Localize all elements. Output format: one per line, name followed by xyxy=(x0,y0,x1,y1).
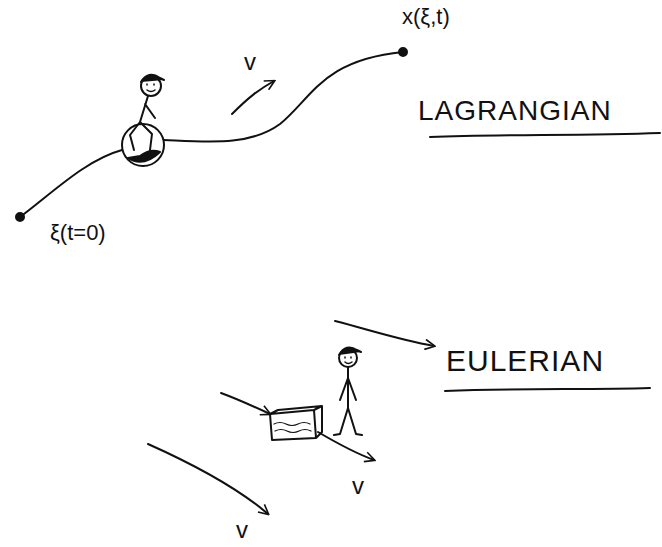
velocity-label: v xyxy=(236,518,248,542)
observer-cap xyxy=(339,347,361,355)
flow-arrow xyxy=(148,444,268,514)
observer-face xyxy=(345,357,352,364)
rider-cap xyxy=(141,75,164,82)
end-dot xyxy=(399,48,407,56)
velocity-label: v xyxy=(352,474,364,498)
ball xyxy=(122,124,164,166)
method-title: EULERIAN xyxy=(446,346,604,376)
start-dot xyxy=(16,213,24,221)
flow-arrow xyxy=(335,321,434,346)
position-label: x(ξ,t) xyxy=(402,6,450,28)
flow-arrow xyxy=(318,432,374,460)
rider-body xyxy=(130,96,155,150)
trajectory xyxy=(20,150,122,217)
trajectory xyxy=(164,52,403,142)
flow-arrow xyxy=(221,393,270,414)
underline xyxy=(445,388,650,391)
motion-arrow xyxy=(232,81,274,114)
underline xyxy=(430,133,660,137)
observer-body xyxy=(334,367,362,435)
rider-face xyxy=(147,84,155,92)
ball-shade xyxy=(128,151,160,162)
control-volume xyxy=(270,406,322,440)
initial-position-label: ξ(t=0) xyxy=(50,222,106,244)
velocity-label: v xyxy=(244,50,256,74)
method-title: LAGRANGIAN xyxy=(418,97,612,125)
box-hatch xyxy=(274,423,311,433)
